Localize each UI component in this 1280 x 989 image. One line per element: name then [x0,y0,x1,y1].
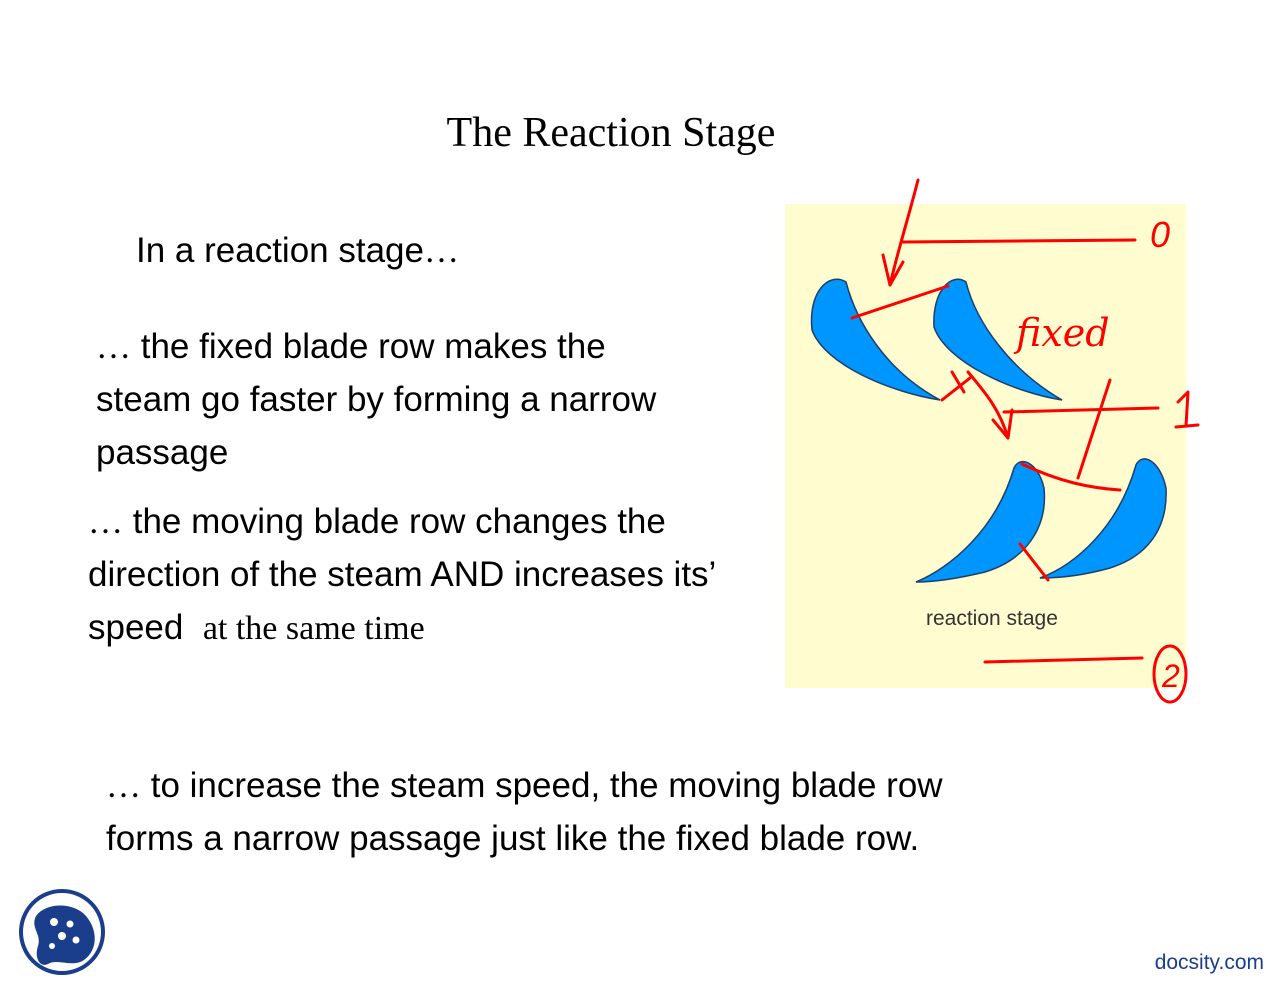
point-narrow-line-1: … to increase the steam speed, the movin… [106,759,943,812]
point-fixed-blade: … the fixed blade row makes the steam go… [96,320,656,479]
ellipsis: … [88,502,123,541]
ellipsis: … [96,327,131,366]
point-fixed-line-1: … the fixed blade row makes the [96,320,656,373]
line-text: speed [88,608,184,647]
handwritten-suffix: at the same time [202,610,425,647]
intro-ellipsis: … [423,231,459,270]
point-moving-line-1: … the moving blade row changes the [88,495,716,548]
point-fixed-line-2: steam go faster by forming a narrow [96,380,657,419]
point-narrow-passage: … to increase the steam speed, the movin… [106,759,943,865]
line-text: to increase the steam speed, the moving … [150,766,943,805]
watermark: docsity.com [1154,951,1264,974]
line-text: the moving blade row changes the [132,502,666,541]
line-text: the fixed blade row makes the [140,327,606,366]
point-narrow-line-2: forms a narrow passage just like the fix… [106,819,920,858]
ellipsis: … [106,766,141,805]
figure-caption: reaction stage [926,607,1058,630]
point-fixed-line-3: passage [96,433,229,472]
intro-text-label: In a reaction stage [136,231,424,270]
point-moving-blade: … the moving blade row changes the direc… [88,495,716,655]
point-moving-line-2: direction of the steam AND increases its… [88,555,717,594]
slide-title: The Reaction Stage [446,110,776,156]
point-moving-line-3: speed at the same time [88,601,716,655]
docsity-logo-icon [19,889,105,975]
intro-text: In a reaction stage… [136,224,459,277]
